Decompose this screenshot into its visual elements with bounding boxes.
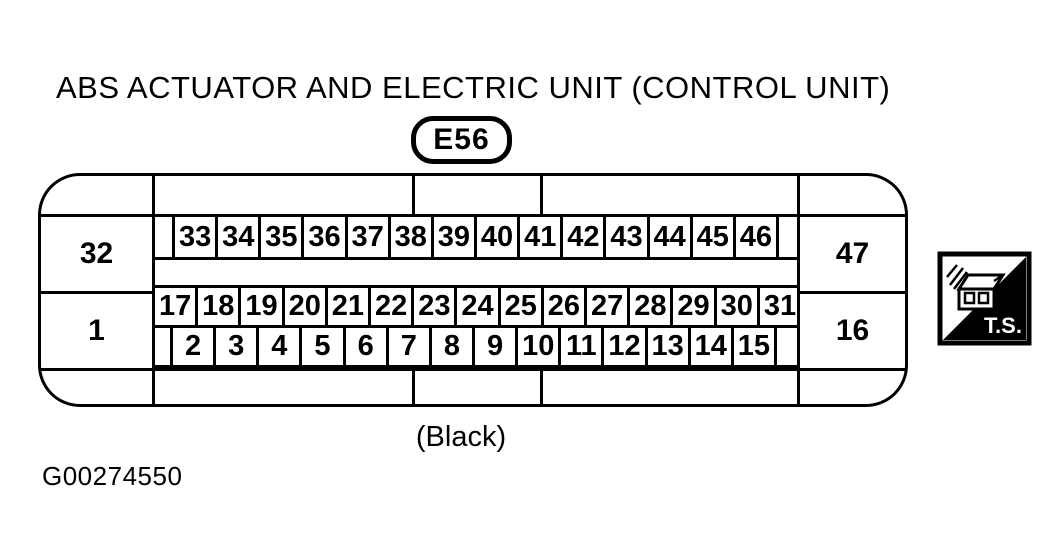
pin-cell: 40	[473, 217, 517, 257]
left-mid-line	[41, 291, 152, 294]
pin-cell: 5	[299, 328, 342, 365]
pin-cell: 38	[387, 217, 431, 257]
top-notch-line-1	[412, 176, 415, 214]
header-line	[41, 214, 905, 217]
ts-label: T.S.	[984, 313, 1022, 338]
pin-cell: 11	[558, 328, 601, 365]
pin-cell: 19	[238, 288, 281, 325]
pin-cell: 27	[584, 288, 627, 325]
pin-cell: 9	[471, 328, 515, 365]
pin-cell: 42	[560, 217, 603, 257]
pin-cell: 12	[601, 328, 644, 365]
row-end-stub	[776, 217, 800, 257]
pin-cell: 31	[756, 288, 800, 325]
pin-cell: 21	[324, 288, 368, 325]
pin-cell: 43	[603, 217, 646, 257]
left-divider-line	[152, 176, 155, 404]
diagram-title: ABS ACTUATOR AND ELECTRIC UNIT (CONTROL …	[56, 70, 891, 105]
pin-cell: 35	[258, 217, 301, 257]
pin-cell: 30	[713, 288, 757, 325]
pin-cell: 15	[730, 328, 774, 365]
pin-cell: 8	[428, 328, 472, 365]
row-end-stub	[774, 328, 800, 365]
pin-cell: 6	[342, 328, 386, 365]
connector-id-badge: E56	[411, 116, 512, 164]
pin-cell: 25	[497, 288, 541, 325]
pin-1: 1	[88, 314, 105, 347]
pin-16: 16	[835, 314, 870, 347]
row-end-stub	[155, 328, 170, 365]
pin-cell: 18	[195, 288, 238, 325]
pin-cell: 34	[215, 217, 258, 257]
pin-cell: 41	[517, 217, 560, 257]
pin-cell: 13	[644, 328, 688, 365]
pin-cell: 22	[368, 288, 411, 325]
connector-id-label: E56	[433, 123, 490, 156]
right-mid-line	[800, 291, 905, 294]
row-end-stub	[155, 217, 172, 257]
pin-cell: 46	[732, 217, 776, 257]
pin-cell: 2	[170, 328, 213, 365]
pin-cell: 24	[454, 288, 497, 325]
pin-cell: 10	[515, 328, 558, 365]
bottom-notch-line-2	[540, 371, 543, 404]
pin-cell: 33	[172, 217, 215, 257]
pin-cell: 20	[281, 288, 325, 325]
connector-icon: T.S.	[937, 251, 1032, 346]
pin-cell: 26	[540, 288, 584, 325]
pin-cell: 39	[430, 217, 474, 257]
pin-cell: 36	[301, 217, 344, 257]
pin-cell: 3	[213, 328, 256, 365]
connector-color-label: (Black)	[415, 421, 507, 453]
pin-cell: 17	[158, 290, 192, 322]
pin-cell: 45	[689, 217, 733, 257]
pin-cell: 23	[411, 288, 454, 325]
bottom-notch-line-1	[412, 371, 415, 404]
pin-cell: 14	[687, 328, 731, 365]
pin-cell: 28	[627, 288, 670, 325]
ts-probe-icon: T.S.	[937, 251, 1032, 346]
pin-cell: 4	[256, 328, 299, 365]
pin-cell: 37	[344, 217, 388, 257]
pin-cell: 44	[646, 217, 690, 257]
pin-47: 47	[835, 237, 870, 270]
pin-cell: 7	[385, 328, 429, 365]
right-divider-line	[797, 176, 800, 404]
pin-cell: 29	[670, 288, 713, 325]
pin-32: 32	[79, 237, 114, 270]
footer-line	[41, 368, 905, 371]
figure-id: G00274550	[42, 461, 183, 491]
top-notch-line-2	[540, 176, 543, 214]
